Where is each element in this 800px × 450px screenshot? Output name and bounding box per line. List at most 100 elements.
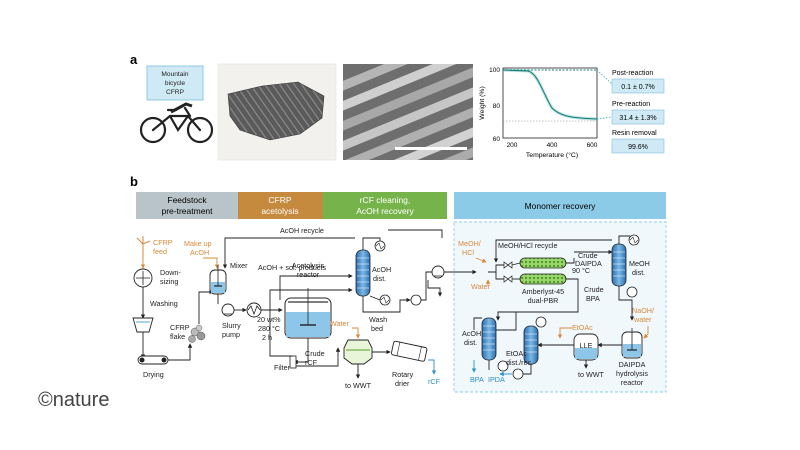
wind-turbine-icon bbox=[136, 236, 151, 258]
stage-acetolysis-line1: CFRP bbox=[268, 195, 291, 205]
tga-xlabel: Temperature (°C) bbox=[526, 151, 578, 159]
tga-band bbox=[502, 68, 598, 121]
acoh-dist-2-overhead bbox=[473, 317, 482, 330]
acoh-distillation-column-2 bbox=[481, 317, 497, 361]
crude-daipda-line1: Crude bbox=[578, 251, 598, 260]
tga-plot-frame bbox=[502, 67, 598, 139]
drying-conveyor-icon bbox=[137, 355, 169, 365]
amberlyst-dual-pbr bbox=[519, 257, 567, 285]
naoh-water-line2: water bbox=[633, 315, 652, 324]
washing-tank-icon bbox=[132, 317, 154, 333]
rotary-drier-line2: drier bbox=[395, 379, 410, 388]
ipda-output-label: IPDA bbox=[488, 375, 505, 384]
etoac-distillation-column bbox=[523, 325, 539, 365]
slurry-pump-line1: Slurry bbox=[222, 321, 241, 330]
reboiler-icon-1 bbox=[379, 294, 391, 306]
reactor-line1: Acetolysis bbox=[292, 261, 325, 270]
to-wwt-2: to WWT bbox=[578, 370, 605, 379]
wash-bed-line2: bed bbox=[371, 324, 383, 333]
pump-icon-1 bbox=[410, 294, 422, 306]
wash-bed-line1: Wash bbox=[369, 315, 387, 324]
cfrp-flake-icon bbox=[188, 324, 206, 343]
mixer-vessel bbox=[209, 265, 227, 295]
rotary-drier bbox=[391, 340, 428, 362]
acoh-sol-label: AcOH + sol. products bbox=[258, 263, 327, 272]
etoac-dist-line2: dist./rec. bbox=[506, 358, 533, 367]
acetolysis-reactor-vessel bbox=[284, 288, 332, 339]
crude-rcf-line1: Crude bbox=[305, 349, 325, 358]
cfrp-fragment bbox=[227, 81, 325, 141]
meoh-distillation-column bbox=[611, 243, 627, 287]
acoh-dist-1-line2: dist. bbox=[373, 274, 386, 283]
sem-fibres bbox=[323, 24, 493, 234]
crude-bpa-line1: Crude bbox=[584, 285, 604, 294]
tga-xtick-600: 600 bbox=[587, 142, 598, 149]
transfer-pump-icon bbox=[431, 265, 445, 279]
crude-rcf-line2: rCF bbox=[305, 358, 318, 367]
water-in-label: Water bbox=[471, 282, 491, 291]
valve-icon-2 bbox=[503, 275, 513, 283]
cfrp-feed-line1: CFRP bbox=[153, 238, 173, 247]
wash-water-label: Water bbox=[330, 319, 350, 328]
bpa-output-label: BPA bbox=[470, 375, 484, 384]
tga-ylabel: Weight (%) bbox=[479, 86, 486, 120]
reactor-line2: reactor bbox=[297, 270, 320, 279]
cfrp-feed-line2: feed bbox=[153, 247, 167, 256]
filter-label: Filter bbox=[274, 363, 291, 372]
bike-label-box bbox=[146, 65, 204, 101]
slurry-pump-icon bbox=[221, 303, 235, 317]
stage-rcf-line2: AcOH recovery bbox=[356, 206, 414, 216]
stage-acetolysis bbox=[238, 192, 323, 219]
mixer-label: Mixer bbox=[230, 261, 248, 270]
heat-exchanger-icon bbox=[246, 302, 262, 318]
post-reaction-label: Post-reaction bbox=[612, 70, 653, 77]
reboiler-icon-2 bbox=[497, 360, 509, 372]
acoh-dist-1-line1: AcOH bbox=[372, 265, 391, 274]
stage-rcf-line1: rCF cleaning, bbox=[360, 195, 411, 205]
meoh-dist-line1: MeOH bbox=[629, 259, 650, 268]
resin-removal-box bbox=[611, 138, 665, 154]
acoh-distillation-column-1 bbox=[355, 249, 371, 297]
conditions-line3: 2 h bbox=[262, 333, 272, 342]
pre-reaction-box bbox=[611, 109, 665, 125]
tga-pre-reaction-curve bbox=[502, 69, 598, 120]
conditions-line1: 20 wt% bbox=[257, 315, 281, 324]
acoh-dist-2-line2: dist. bbox=[464, 338, 477, 347]
daipda-hydrolysis-reactor bbox=[621, 328, 643, 359]
nature-watermark: ©nature bbox=[38, 389, 109, 411]
reboiler-icon-etoac bbox=[512, 368, 524, 380]
amberlyst-line1: Amberlyst-45 bbox=[522, 287, 564, 296]
stage-monomer-recovery bbox=[454, 192, 666, 219]
meoh-hcl-in-line2: HCl bbox=[462, 248, 474, 257]
rcf-output-label: rCF bbox=[428, 377, 441, 386]
acoh-recycle-upper bbox=[388, 229, 443, 238]
bike-label-line3: CFRP bbox=[166, 89, 185, 96]
tga-ytick-100: 100 bbox=[489, 67, 500, 74]
wash-bed-vessel bbox=[343, 339, 373, 365]
condenser-icon-etoac bbox=[535, 316, 547, 328]
washing-label: Washing bbox=[150, 299, 178, 308]
drying-label: Drying bbox=[143, 370, 164, 379]
stage-feedstock bbox=[136, 192, 238, 219]
downsizing-line1: Down- bbox=[160, 268, 181, 277]
tga-xtick-200: 200 bbox=[507, 142, 518, 149]
bike-label-line1: Mountain bbox=[161, 71, 188, 78]
cfrp-flake-line2: flake bbox=[170, 332, 185, 341]
tga-ytick-80: 80 bbox=[493, 103, 501, 110]
post-reaction-box bbox=[611, 78, 665, 94]
condenser-icon-meoh bbox=[628, 234, 640, 246]
slurry-pump-line2: pump bbox=[222, 330, 240, 339]
stage-feedstock-line1: Feedstock bbox=[167, 195, 207, 205]
bicycle-icon bbox=[139, 102, 214, 144]
make-up-line1: Make up bbox=[184, 239, 212, 248]
etoac-in-label: EtOAc bbox=[572, 323, 593, 332]
make-up-line2: AcOH bbox=[190, 248, 209, 257]
meoh-dist-line2: dist. bbox=[632, 268, 645, 277]
stage-rcf-cleaning bbox=[323, 192, 447, 219]
resin-removal-label: Resin removal bbox=[612, 130, 657, 137]
acoh-recycle-label: AcOH recycle bbox=[280, 226, 324, 235]
valve-icon-1 bbox=[503, 261, 513, 269]
pre-reaction-value: 31.4 ± 1.3% bbox=[619, 115, 656, 122]
lle-label: LLE bbox=[580, 341, 593, 350]
